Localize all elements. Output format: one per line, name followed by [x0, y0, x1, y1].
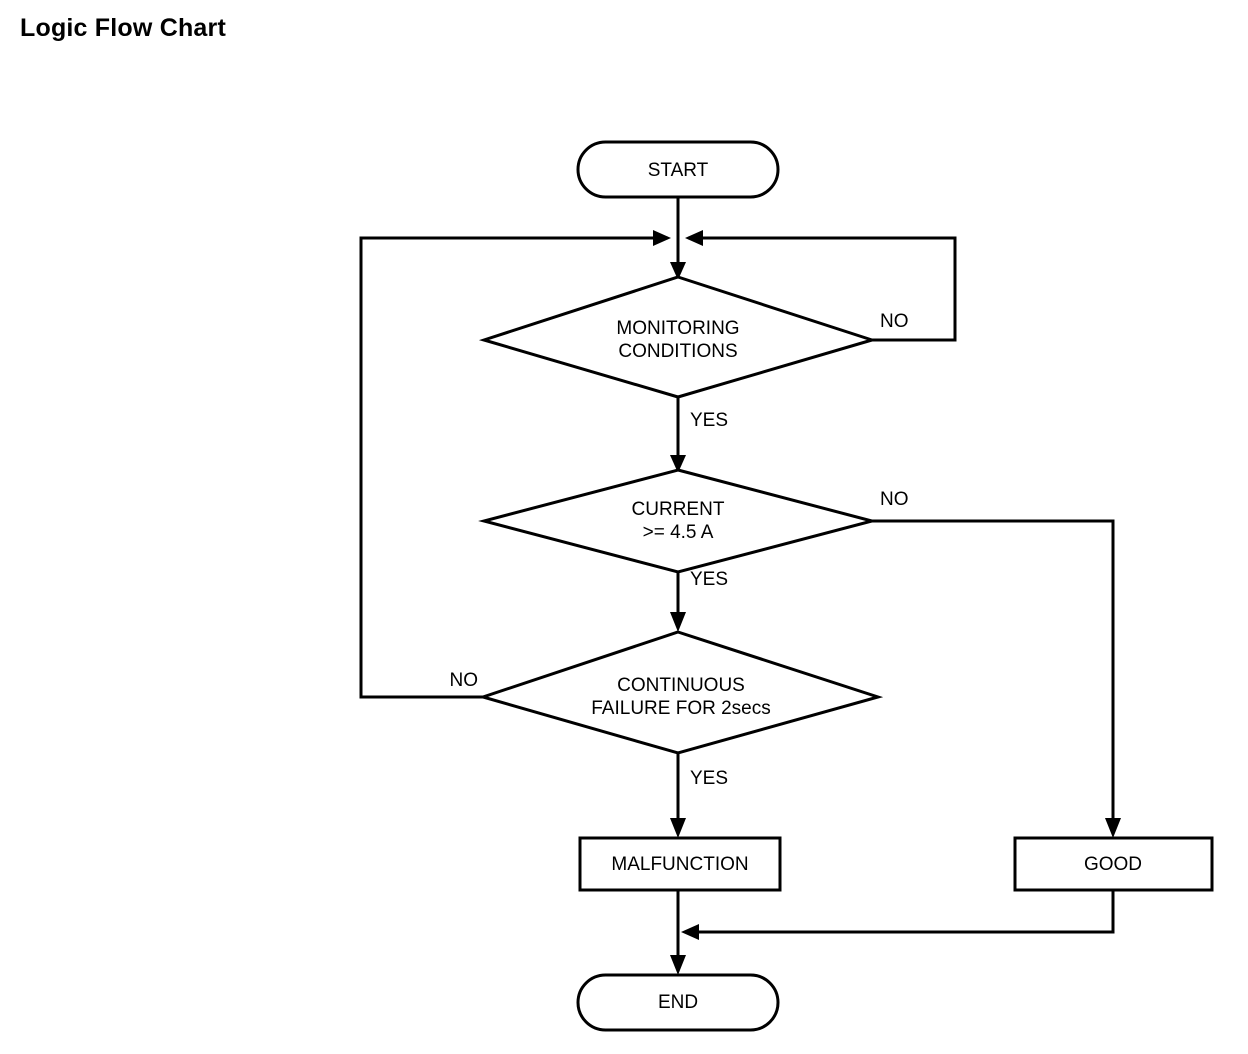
arrowhead-into-end [670, 955, 686, 975]
node-end[interactable]: END [576, 973, 780, 1032]
monitoring-label-line2: CONDITIONS [618, 341, 737, 362]
node-current-threshold[interactable]: CURRENT >= 4.5 A [478, 468, 878, 574]
edge-label-current-no: NO [880, 489, 909, 510]
malfunction-box-shape [578, 836, 782, 892]
arrowhead-into-current [670, 455, 686, 473]
continuous-label-line1: CONTINUOUS [617, 675, 745, 696]
continuous-decision-shape [477, 630, 884, 755]
page-title: Logic Flow Chart [20, 14, 226, 42]
arrowhead-into-malfunction [670, 818, 686, 838]
connector-continuous-no-feedback [359, 236, 668, 699]
end-label: END [658, 992, 698, 1013]
edge-label-continuous-no: NO [450, 670, 479, 691]
connector-good-to-end-merge [688, 890, 1115, 934]
node-monitoring-conditions[interactable]: MONITORING CONDITIONS [478, 275, 878, 399]
malfunction-label: MALFUNCTION [611, 854, 748, 875]
node-good[interactable]: GOOD [1013, 836, 1214, 892]
arrowhead-merge-into-end-line [681, 924, 699, 940]
edge-label-monitoring-yes: YES [690, 410, 728, 431]
current-label-line1: CURRENT [632, 499, 725, 520]
end-terminator-shape [576, 973, 780, 1032]
node-start[interactable]: START [576, 140, 780, 199]
node-malfunction[interactable]: MALFUNCTION [578, 836, 782, 892]
good-box-shape [1013, 836, 1214, 892]
arrowhead-into-continuous [670, 612, 686, 632]
start-terminator-shape [576, 140, 780, 199]
good-label: GOOD [1084, 854, 1142, 875]
connector-current-no-to-good [872, 519, 1115, 831]
arrowhead-into-monitoring [670, 262, 686, 280]
monitoring-label-line1: MONITORING [616, 318, 739, 339]
edge-label-monitoring-no: NO [880, 311, 909, 332]
arrowhead-feedback-left-into-junction [653, 230, 671, 246]
connector-monitoring-no-feedback [688, 236, 957, 342]
arrowhead-into-good [1105, 818, 1121, 838]
node-continuous-failure[interactable]: CONTINUOUS FAILURE FOR 2secs [477, 630, 884, 755]
edge-label-current-yes: YES [690, 569, 728, 590]
current-decision-shape [478, 468, 878, 574]
start-label: START [648, 160, 709, 181]
current-label-line2: >= 4.5 A [643, 522, 714, 543]
monitoring-decision-shape [478, 275, 878, 399]
continuous-label-line2: FAILURE FOR 2secs [591, 698, 771, 719]
arrowhead-feedback-right-into-junction [685, 230, 703, 246]
edge-label-continuous-yes: YES [690, 768, 728, 789]
